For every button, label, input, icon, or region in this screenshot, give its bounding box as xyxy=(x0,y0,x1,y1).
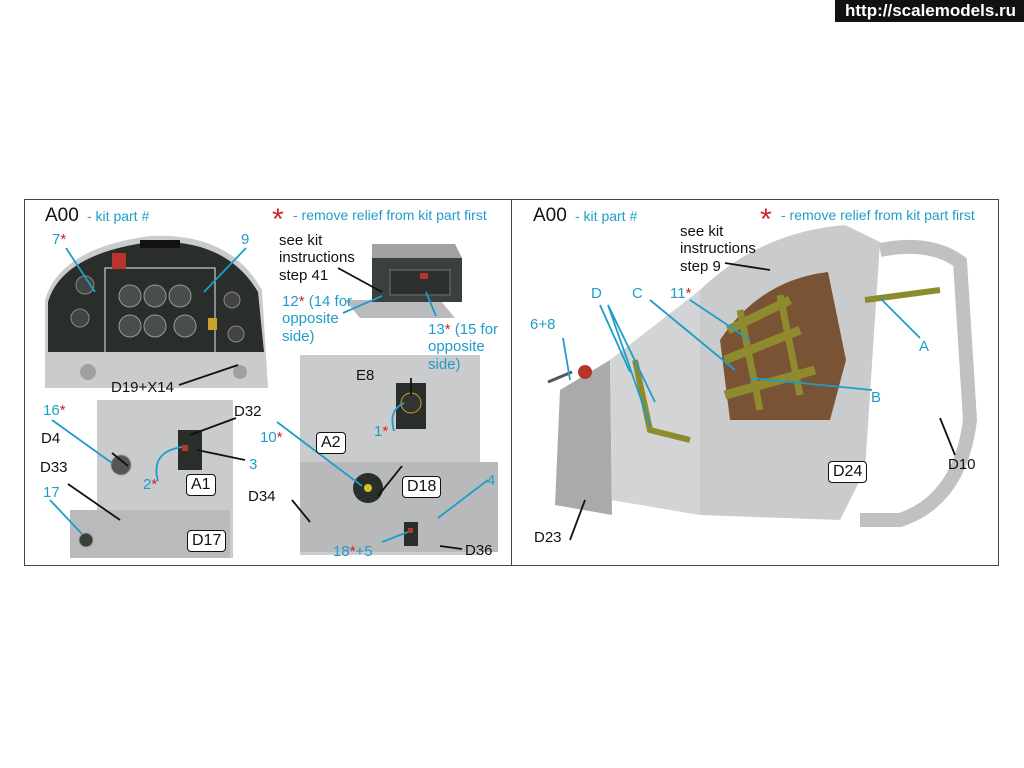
callout-12: 12* (14 for opposite side) xyxy=(282,293,353,345)
label-d36: D36 xyxy=(465,542,493,559)
label-d23: D23 xyxy=(534,529,562,546)
watermark[interactable]: http://scalemodels.ru xyxy=(835,0,1024,22)
right-star-icon: * xyxy=(760,203,772,236)
callout-4: 4 xyxy=(487,472,496,489)
black-leader-lines xyxy=(67,262,956,550)
box-d17: D17 xyxy=(187,530,227,552)
instrument-panel-illustration xyxy=(45,235,268,388)
label-d33: D33 xyxy=(40,459,68,476)
battery-box-illustration xyxy=(345,244,462,318)
box-d24: D24 xyxy=(828,461,868,483)
box-a1: A1 xyxy=(186,474,216,496)
callout-2: 2* xyxy=(143,476,158,493)
seat-illustration xyxy=(547,225,978,527)
callout-a: A xyxy=(919,338,930,355)
callout-17: 17 xyxy=(43,484,60,501)
right-header-sub: - kit part # xyxy=(575,208,638,224)
left-header-part: A00 xyxy=(45,205,79,226)
side-console-a2-illustration xyxy=(300,355,498,555)
left-header-sub: - kit part # xyxy=(87,208,150,224)
callout-13: 13* (15 for opposite side) xyxy=(428,321,499,373)
left-star-note: - remove relief from kit part first xyxy=(293,207,487,223)
label-d34: D34 xyxy=(248,488,276,505)
callout-7: 7* xyxy=(52,231,67,248)
callout-3: 3 xyxy=(249,456,258,473)
right-header-part: A00 xyxy=(533,205,567,226)
see-kit-step-41: see kit instructions step 41 xyxy=(279,232,355,284)
label-d32: D32 xyxy=(234,403,262,420)
callout-6-8: 6+8 xyxy=(530,316,556,333)
callout-b: B xyxy=(871,389,882,406)
callout-16: 16* xyxy=(43,402,66,419)
callout-18-5: 18*+5 xyxy=(333,543,373,560)
label-d10: D10 xyxy=(948,456,976,473)
callout-9: 9 xyxy=(241,231,250,248)
right-star-note: - remove relief from kit part first xyxy=(781,207,975,223)
label-e8: E8 xyxy=(356,367,375,384)
left-star-icon: * xyxy=(272,203,284,236)
callout-d: D xyxy=(591,285,602,302)
callout-c: C xyxy=(632,285,643,302)
box-a2: A2 xyxy=(316,432,346,454)
leader-lines xyxy=(49,247,921,543)
see-kit-step-9: see kit instructions step 9 xyxy=(680,223,756,275)
panel-divider xyxy=(511,199,512,566)
label-d4: D4 xyxy=(41,430,61,447)
callout-1: 1* xyxy=(374,423,389,440)
label-d19-x14: D19+X14 xyxy=(111,379,174,396)
callout-10: 10* xyxy=(260,429,283,446)
callout-11: 11* xyxy=(670,285,692,302)
box-d18: D18 xyxy=(402,476,442,498)
